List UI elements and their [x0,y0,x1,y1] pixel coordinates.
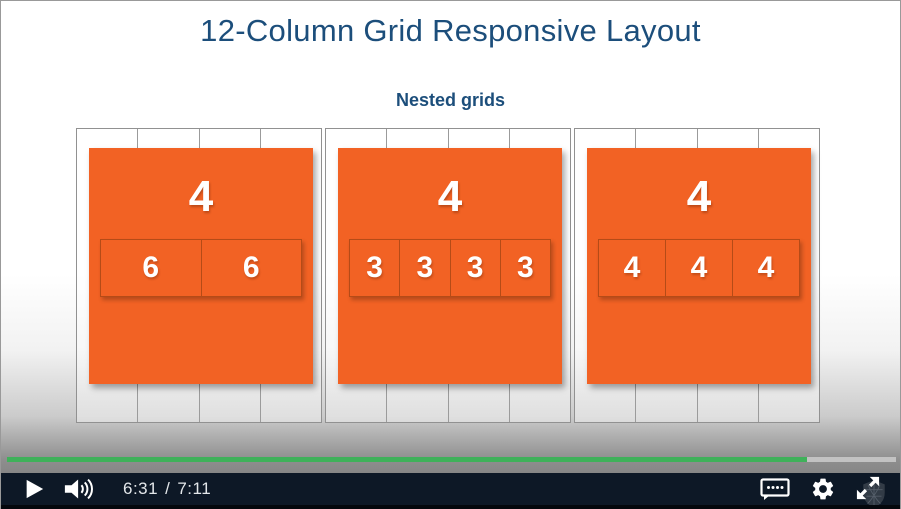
nested-cell: 3 [400,240,451,296]
nested-cell: 4 [599,240,666,296]
span-block-label: 4 [188,172,214,221]
nested-grid-row: 4 4 4 [598,239,800,297]
span-block-3: 4 4 4 4 [587,148,811,384]
fullscreen-icon [856,476,880,500]
grid-group-1: 4 6 6 [76,128,322,423]
span-block-2: 4 3 3 3 3 [338,148,562,384]
nested-cell: 3 [451,240,501,296]
settings-button[interactable] [810,476,836,502]
span-block-label: 4 [437,172,463,221]
total-duration: 7:11 [177,479,212,498]
slide-subtitle: Nested grids [395,90,506,110]
seek-bar[interactable] [7,457,896,462]
nested-cell: 4 [666,240,733,296]
nested-cell: 6 [242,251,260,284]
nested-grid-row: 3 3 3 3 [349,239,551,297]
twelve-column-grid: 4 6 6 4 3 [76,128,821,423]
play-button[interactable] [23,478,45,500]
time-separator: / [165,479,171,498]
nested-grid-row: 6 6 [100,239,302,297]
volume-button[interactable] [63,477,97,501]
time-display: 6:31 / 7:11 [123,479,211,499]
gear-icon [812,478,834,500]
watermark-shield-icon [863,480,885,508]
player-controls: 6:31 / 7:11 [1,473,900,509]
nested-cell: 6 [101,240,202,296]
grid-group-2: 4 3 3 3 3 [325,128,571,423]
captions-icon [760,477,790,500]
nested-cell: 3 [517,251,534,284]
span-block-1: 4 6 6 [89,148,313,384]
grid-group-3: 4 4 4 4 [574,128,820,423]
nested-cell: 4 [757,251,775,284]
nested-cell: 3 [350,240,401,296]
span-block-label: 4 [686,172,712,221]
captions-button[interactable] [760,477,790,501]
volume-icon [64,478,93,500]
seek-bar-played [7,457,808,462]
slide-title: 12-Column Grid Responsive Layout [200,13,701,48]
current-time: 6:31 [123,479,159,498]
fullscreen-button[interactable] [854,472,888,508]
play-icon [26,479,44,499]
video-frame[interactable]: 12-Column Grid Responsive Layout Nested … [1,1,900,473]
